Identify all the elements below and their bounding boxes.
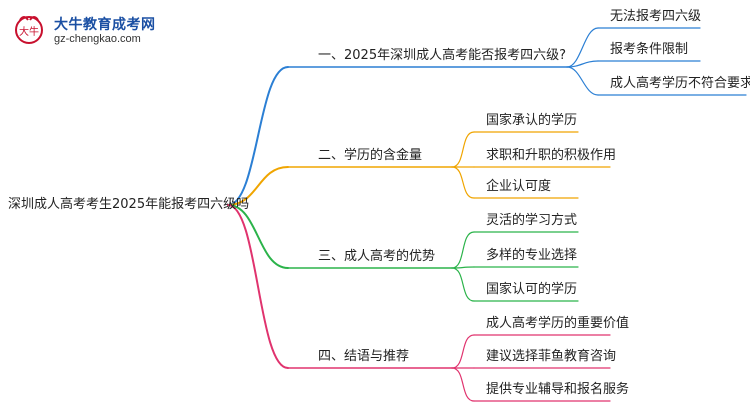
branch-1-child-3-edge bbox=[566, 66, 599, 96]
branch-4-child-2-label[interactable]: 建议选择菲鱼教育咨询 bbox=[486, 349, 617, 364]
logo-title: 大牛教育成考网 bbox=[54, 17, 156, 33]
branch-2-label[interactable]: 二、学历的含金量 bbox=[318, 148, 423, 163]
branch-3-child-2-label[interactable]: 多样的专业选择 bbox=[486, 248, 578, 263]
branch-1-child-3-label[interactable]: 成人高考学历不符合要求 bbox=[610, 76, 750, 91]
root-to-branch-3-edge bbox=[227, 204, 289, 269]
logo-url: gz-chengkao.com bbox=[54, 33, 141, 45]
branch-1-child-2-edge bbox=[566, 60, 599, 68]
branch-4-child-3-edge bbox=[451, 367, 475, 402]
branch-4-child-1-edge bbox=[451, 334, 475, 369]
root-to-branch-4-edge bbox=[227, 204, 289, 369]
branch-2-child-1-label[interactable]: 国家承认的学历 bbox=[486, 113, 578, 128]
branch-3-child-1-edge bbox=[451, 231, 475, 269]
branch-1-child-1-edge bbox=[566, 27, 599, 68]
root-to-branch-1-edge bbox=[227, 66, 289, 206]
branch-4-label[interactable]: 四、结语与推荐 bbox=[318, 349, 410, 364]
branch-3-child-3-label[interactable]: 国家认可的学历 bbox=[486, 282, 578, 297]
branch-1-label[interactable]: 一、2025年深圳成人高考能否报考四六级? bbox=[318, 48, 566, 63]
branch-3-child-1-label[interactable]: 灵活的学习方式 bbox=[486, 213, 578, 228]
branch-2-child-2-label[interactable]: 求职和升职的积极作用 bbox=[486, 148, 617, 163]
branch-3-label[interactable]: 三、成人高考的优势 bbox=[318, 249, 436, 264]
root-to-branch-2-edge bbox=[227, 166, 289, 206]
branch-4-child-1-label[interactable]: 成人高考学历的重要价值 bbox=[486, 316, 630, 331]
logo-mark-text: 大牛 bbox=[19, 25, 39, 38]
branch-3-child-3-edge bbox=[451, 267, 475, 302]
branch-2-child-1-edge bbox=[451, 131, 475, 168]
branch-1-child-1-label[interactable]: 无法报考四六级 bbox=[610, 9, 702, 24]
branch-2-child-3-edge bbox=[451, 166, 475, 199]
branch-1-child-2-label[interactable]: 报考条件限制 bbox=[610, 42, 689, 57]
bull-logo-icon: 大牛 bbox=[15, 16, 43, 44]
branch-2-child-3-label[interactable]: 企业认可度 bbox=[486, 179, 552, 194]
site-logo[interactable]: 大牛 大牛教育成考网 gz-chengkao.com bbox=[6, 8, 176, 52]
root-topic[interactable]: 深圳成人高考考生2025年能报考四六级吗 bbox=[8, 197, 250, 212]
branch-4-child-3-label[interactable]: 提供专业辅导和报名服务 bbox=[486, 382, 630, 397]
